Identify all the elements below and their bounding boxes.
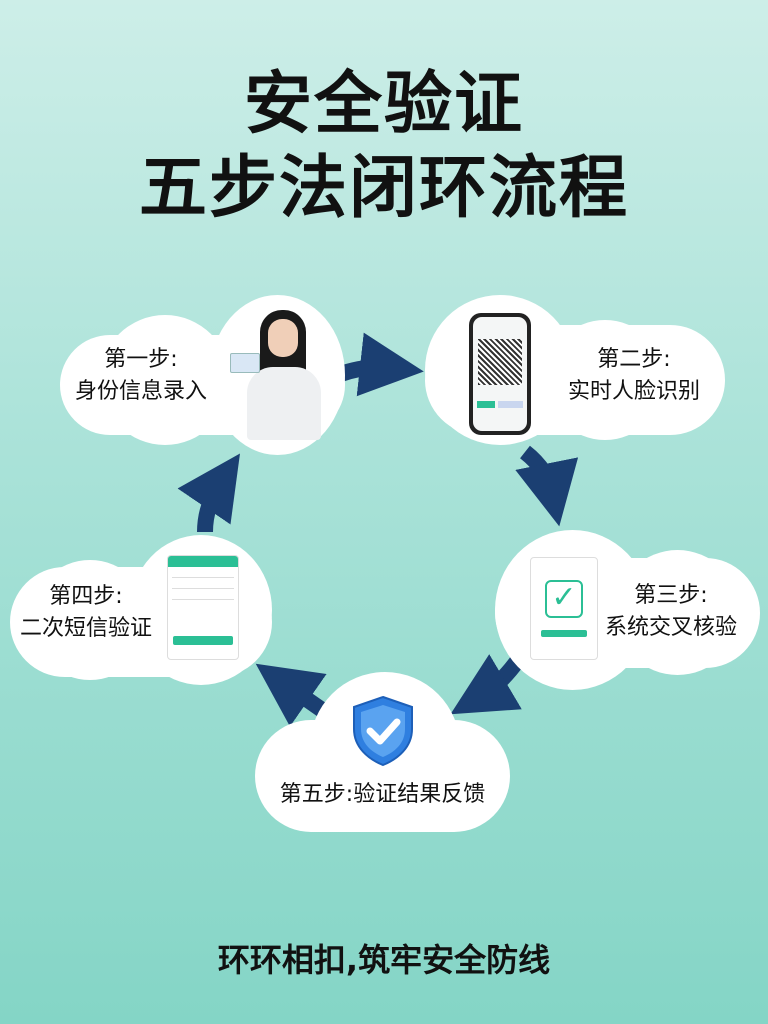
arrow-step1-to-step2: [335, 332, 424, 397]
phone-qr-code-image: [469, 313, 531, 435]
phone-checkmark-image: ✓: [530, 557, 598, 660]
arrow-step2-to-step3: [515, 445, 579, 527]
step5-label: 第五步:验证结果反馈: [279, 782, 486, 807]
arrow-step4-to-step1: [177, 453, 240, 533]
title-line-2: 五步法闭环流程: [138, 149, 629, 228]
step1-label: 第一步: 身份信息录入: [75, 344, 207, 408]
step1-number: 第一步:: [104, 347, 178, 372]
step4-number: 第四步:: [49, 584, 123, 609]
step4-label: 第四步: 二次短信验证: [20, 581, 152, 645]
step1-cloud: [60, 295, 345, 455]
footer-slogan: 环环相扣,筑牢安全防线: [217, 941, 551, 979]
step3-text: 系统交叉核验: [605, 615, 738, 640]
step3-number: 第三步:: [634, 583, 708, 608]
title-line-1: 安全验证: [243, 65, 524, 144]
step4-text: 二次短信验证: [20, 616, 153, 641]
shield-check-icon: [353, 695, 413, 767]
step2-text: 实时人脸识别: [568, 379, 701, 404]
woman-holding-id-card-image: [230, 305, 335, 440]
step2-number: 第二步:: [597, 347, 671, 372]
phone-sms-form-image: [167, 555, 239, 660]
step2-label: 第二步: 实时人脸识别: [568, 344, 700, 408]
step1-text: 身份信息录入: [75, 379, 208, 404]
step3-label: 第三步: 系统交叉核验: [605, 580, 737, 644]
